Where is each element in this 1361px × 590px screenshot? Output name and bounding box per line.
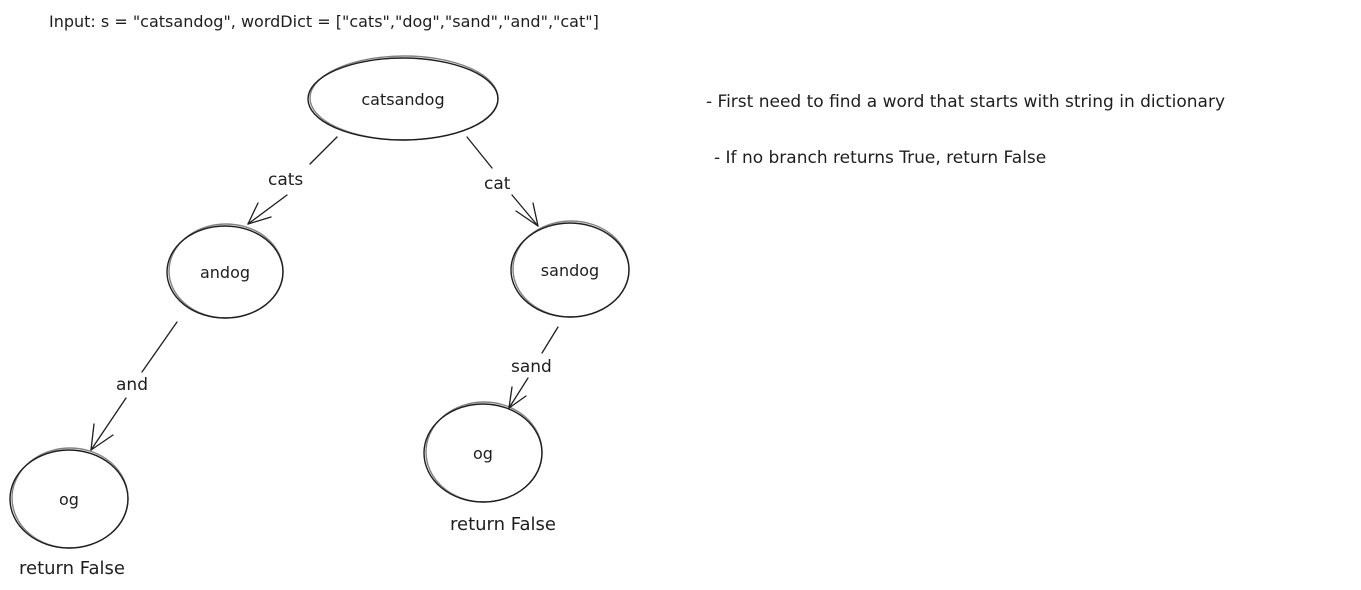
note-second: - If no branch returns True, return Fals… [714, 148, 1046, 168]
edge-and: and [90, 321, 178, 451]
node-andog: andog [166, 223, 284, 319]
node-label-sandog: sandog [541, 261, 599, 280]
node-right-leaf: og [423, 401, 543, 503]
node-root: catsandog [307, 55, 499, 141]
node-label-left-leaf: og [59, 490, 79, 509]
edge-label-sand: sand [511, 357, 552, 377]
edge-label-cat: cat [484, 174, 511, 194]
node-label-right-leaf: og [473, 444, 493, 463]
node-left-leaf: og [9, 447, 129, 549]
input-header: Input: s = "catsandog", wordDict = ["cat… [49, 12, 599, 31]
node-label-root: catsandog [361, 90, 444, 109]
edge-sand: sand [508, 326, 559, 409]
result-right-leaf: return False [450, 514, 556, 535]
note-first: - First need to find a word that starts … [706, 92, 1225, 112]
node-sandog: sandog [510, 220, 630, 318]
edge-label-and: and [116, 375, 148, 395]
edge-cat: cat [466, 136, 539, 227]
edge-cats: cats [247, 136, 338, 225]
edge-label-cats: cats [268, 170, 303, 190]
result-left-leaf: return False [19, 558, 125, 579]
node-label-andog: andog [200, 263, 250, 282]
